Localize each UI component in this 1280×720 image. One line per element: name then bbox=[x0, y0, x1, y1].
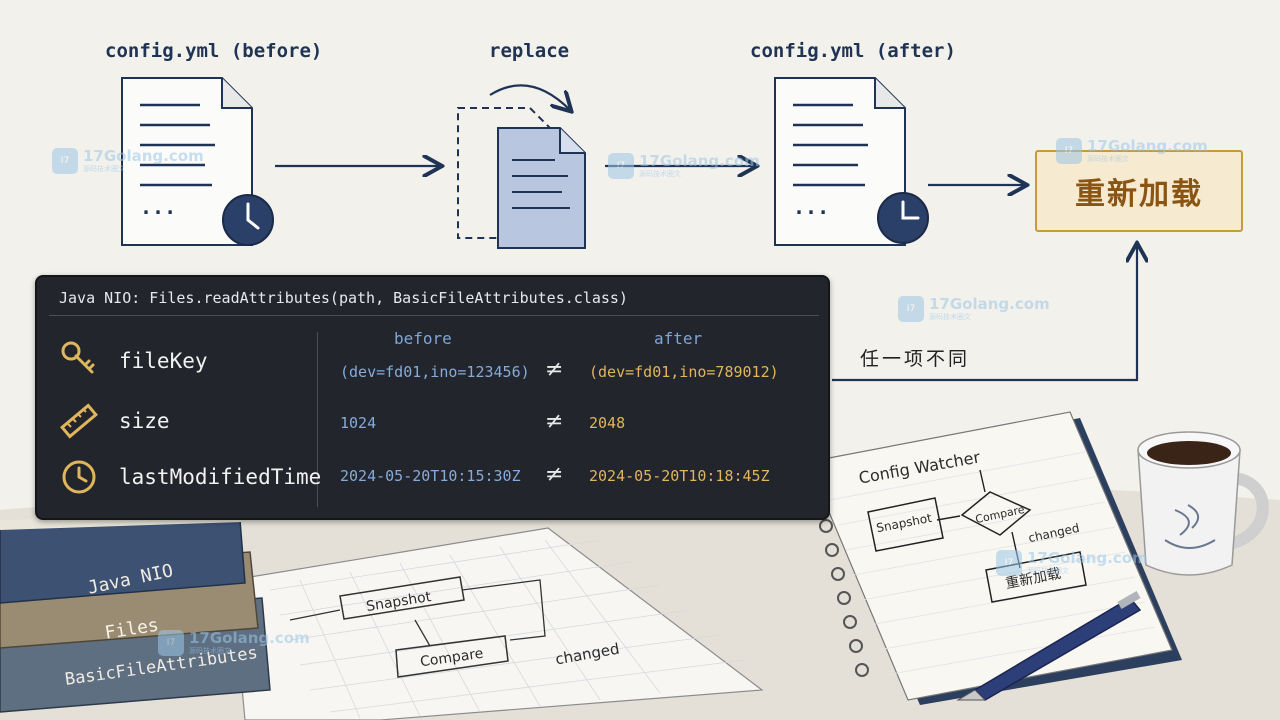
coffee-mug bbox=[1137, 431, 1269, 576]
attr-name-lastmodifiedtime: lastModifiedTime bbox=[119, 465, 322, 489]
panel-title: Java NIO: Files.readAttributes(path, Bas… bbox=[59, 289, 628, 307]
attr-name-size: size bbox=[119, 409, 170, 433]
panel-divider bbox=[49, 315, 819, 316]
watermark-logo-icon: I7 bbox=[898, 296, 924, 322]
watermark-text: 17Golang.com bbox=[929, 295, 1050, 313]
filekey-before-value: (dev=fd01,ino=123456) bbox=[340, 363, 530, 381]
before-file-ellipsis: ... bbox=[140, 195, 177, 219]
watermark-logo-icon: I7 bbox=[158, 630, 184, 656]
column-header-after: after bbox=[654, 329, 703, 348]
attributes-panel: Java NIO: Files.readAttributes(path, Bas… bbox=[35, 275, 830, 520]
watermark-logo-icon: I7 bbox=[52, 148, 78, 174]
key-icon bbox=[61, 341, 95, 374]
watermark-text: 17Golang.com bbox=[1027, 549, 1148, 567]
clock-icon bbox=[62, 460, 96, 494]
any-diff-label: 任一项不同 bbox=[860, 348, 971, 370]
lastmodified-before-value: 2024-05-20T10:15:30Z bbox=[340, 467, 521, 485]
replace-label: replace bbox=[489, 40, 570, 62]
after-file-ellipsis: ... bbox=[793, 195, 830, 219]
watermark-text: 17Golang.com bbox=[1087, 137, 1208, 155]
reload-label: 重新加载 bbox=[1075, 177, 1203, 212]
grid-paper bbox=[231, 527, 764, 720]
before-file-icon bbox=[121, 77, 253, 246]
size-neq-symbol: ≠ bbox=[545, 409, 564, 434]
watermark-text: 17Golang.com bbox=[189, 629, 310, 647]
size-after-value: 2048 bbox=[589, 414, 626, 432]
watermark-subtext: 源码技术圈文 bbox=[1087, 155, 1129, 163]
watermark-subtext: 源码技术圈文 bbox=[189, 647, 231, 655]
watermark-subtext: 源码技术圈文 bbox=[83, 165, 125, 173]
after-file-label: config.yml (after) bbox=[750, 40, 956, 62]
lastmodified-neq-symbol: ≠ bbox=[545, 462, 564, 487]
before-clock-icon bbox=[222, 194, 274, 246]
watermark-subtext: 源码技术圈文 bbox=[929, 313, 971, 321]
watermark-logo-icon: I7 bbox=[996, 550, 1022, 576]
size-before-value: 1024 bbox=[340, 414, 377, 432]
panel-column-divider bbox=[317, 332, 318, 507]
watermark-logo-icon: I7 bbox=[1056, 138, 1082, 164]
watermark-logo-icon: I7 bbox=[608, 153, 634, 179]
after-file-icon bbox=[774, 77, 906, 246]
replace-icon bbox=[457, 84, 586, 249]
book-stack bbox=[0, 515, 271, 713]
before-file-label: config.yml (before) bbox=[105, 40, 323, 62]
watermark-text: 17Golang.com bbox=[639, 152, 760, 170]
lastmodified-after-value: 2024-05-20T10:18:45Z bbox=[589, 467, 770, 485]
watermark-subtext: 源码技术圈文 bbox=[639, 170, 681, 178]
filekey-neq-symbol: ≠ bbox=[545, 357, 564, 382]
ruler-icon bbox=[60, 403, 98, 439]
after-clock-icon bbox=[877, 192, 929, 244]
watermark-subtext: 源码技术圈文 bbox=[1027, 567, 1069, 575]
diff-connector bbox=[832, 235, 1160, 382]
filekey-after-value: (dev=fd01,ino=789012) bbox=[589, 363, 779, 381]
attr-name-filekey: fileKey bbox=[119, 349, 208, 373]
watermark-text: 17Golang.com bbox=[83, 147, 204, 165]
pen bbox=[956, 591, 1142, 701]
column-header-before: before bbox=[394, 329, 452, 348]
flow-graphics bbox=[121, 77, 1280, 249]
